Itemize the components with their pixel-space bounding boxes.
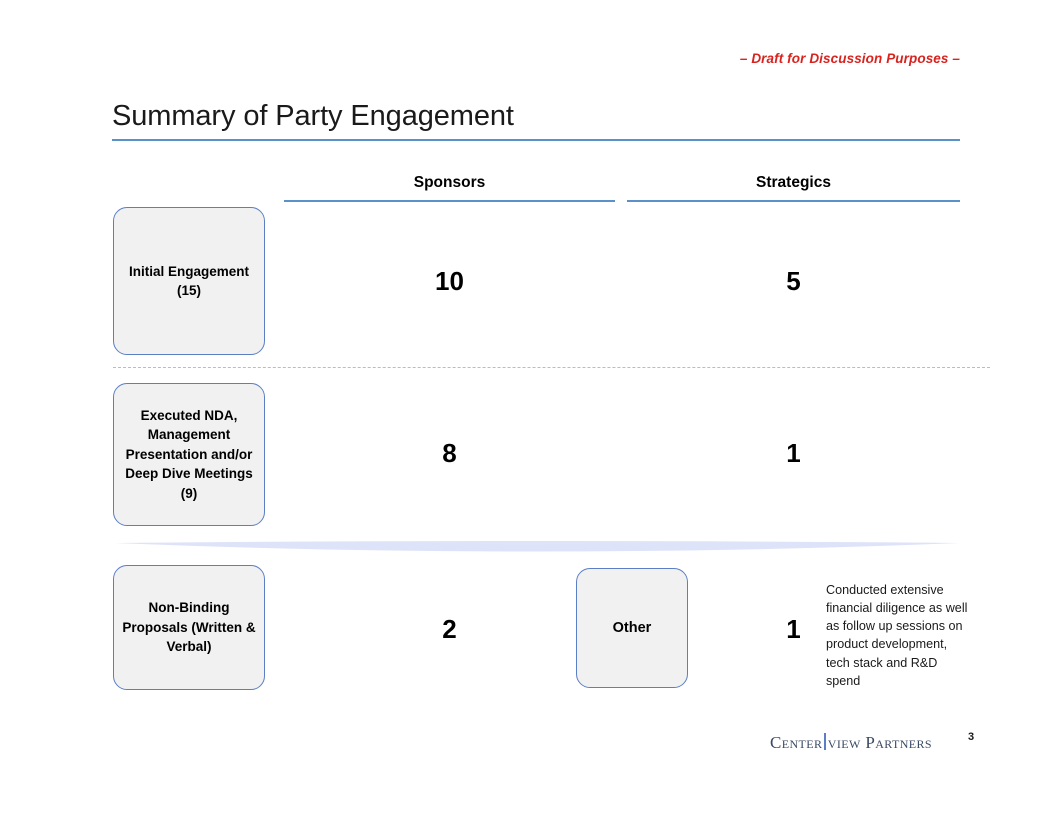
value-row1-sponsors: 10 (435, 266, 464, 296)
row-label-box-non-binding-proposals: Non-Binding Proposals (Written & Verbal) (113, 565, 265, 690)
company-logo: Center view Partners (770, 731, 932, 753)
other-box: Other (576, 568, 688, 688)
logo-second-word: view Partners (827, 733, 932, 752)
draft-banner: – Draft for Discussion Purposes – (739, 51, 960, 66)
column-header-strategics: Strategics (756, 174, 831, 191)
value-row2-sponsors: 8 (442, 438, 457, 468)
value-row3-sponsors: 2 (442, 614, 457, 644)
value-row1-strategics: 5 (786, 266, 801, 296)
column-header-sponsors: Sponsors (413, 174, 486, 191)
page-title: Summary of Party Engagement (112, 100, 514, 132)
value-row2-strategics: 1 (786, 438, 801, 468)
annotation-text: Conducted extensive financial diligence … (826, 583, 968, 688)
lens-shape-icon (114, 541, 960, 552)
value-row3-strategics: 1 (786, 614, 801, 644)
page-number: 3 (968, 731, 975, 743)
logo-first-word: Center (770, 733, 823, 752)
column-rule-sponsors (284, 200, 615, 203)
row-separator-dashed (113, 367, 990, 368)
logo-divider-bar (824, 733, 826, 750)
row-label-box-executed-nda: Executed NDA, Management Presentation an… (113, 383, 265, 526)
row-separator-lens (114, 538, 960, 562)
row-label-box-initial-engagement: Initial Engagement (15) (113, 207, 265, 355)
title-underline-rule (112, 139, 960, 141)
column-rule-strategics (627, 200, 960, 203)
